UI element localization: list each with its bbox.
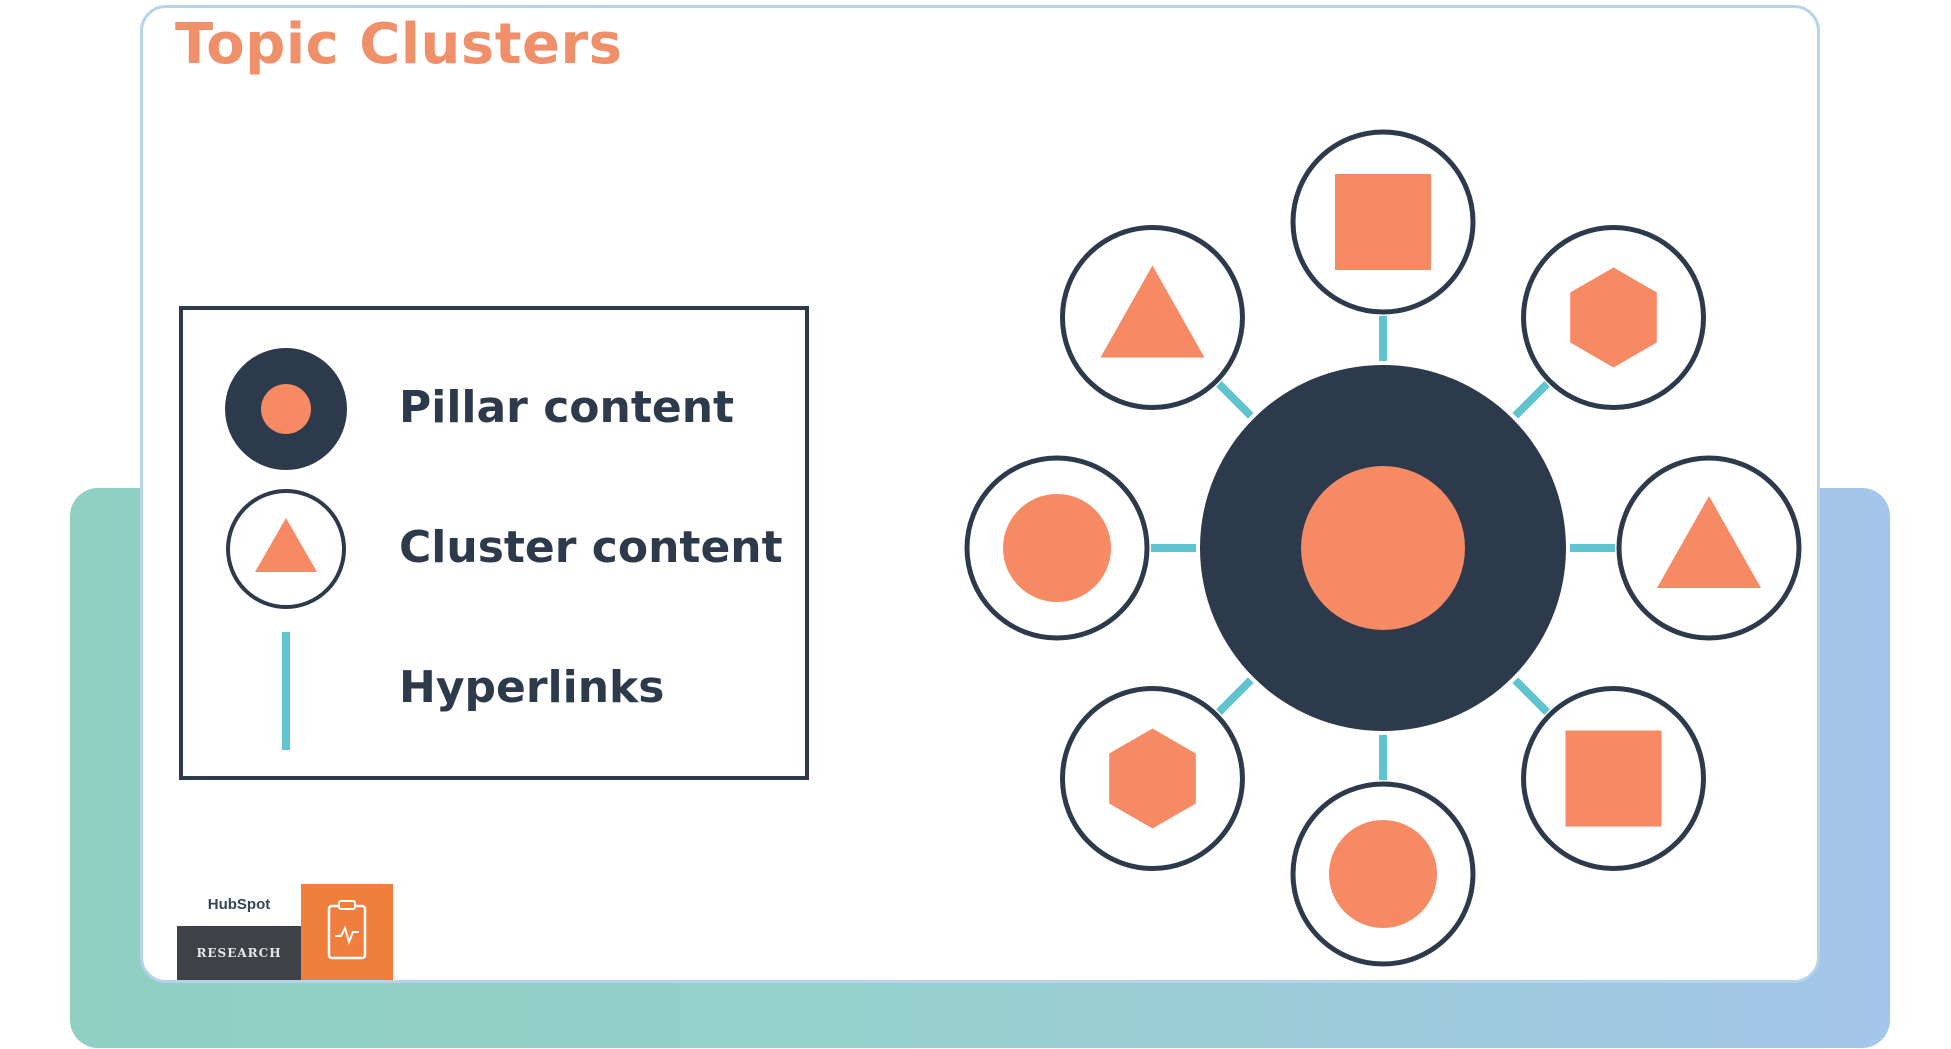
slide-card: Topic Clusters Pillar content Cluster co… <box>140 5 1820 983</box>
satellite-circle-4 <box>1329 820 1437 928</box>
hyperlink-connector-1 <box>1512 381 1550 419</box>
hubspot-research-logo: HubSpot RESEARCH <box>177 884 393 980</box>
hyperlink-icon <box>282 632 290 750</box>
satellite-hexagon-5 <box>1109 728 1196 829</box>
legend-row-cluster: Cluster content <box>183 486 805 616</box>
satellite-triangle-7 <box>1100 265 1205 358</box>
legend-box: Pillar content Cluster content Hyperlink… <box>179 306 809 780</box>
satellite-hexagon-1 <box>1570 267 1657 368</box>
legend-label-pillar: Pillar content <box>399 382 735 433</box>
legend-label-hyperlinks: Hyperlinks <box>399 662 665 713</box>
satellite-circle-6 <box>1003 494 1111 602</box>
pillar-content-icon <box>225 348 347 470</box>
satellite-square-3 <box>1565 730 1662 827</box>
pillar-core <box>1301 466 1465 630</box>
hyperlink-connector-3 <box>1512 677 1550 715</box>
legend-row-hyperlinks: Hyperlinks <box>183 626 805 756</box>
logo-icon-block <box>301 884 393 980</box>
hyperlink-connector-7 <box>1216 381 1254 419</box>
legend-label-cluster: Cluster content <box>399 522 783 573</box>
satellite-triangle-2 <box>1657 496 1761 588</box>
cluster-content-icon <box>226 489 346 609</box>
topic-cluster-diagram <box>964 129 1802 967</box>
logo-brand-text: HubSpot <box>177 884 301 926</box>
legend-row-pillar: Pillar content <box>183 346 805 476</box>
clipboard-chart-icon <box>327 900 367 960</box>
logo-sub-text: RESEARCH <box>177 926 301 980</box>
slide-title: Topic Clusters <box>175 12 623 77</box>
satellite-square-0 <box>1335 174 1431 270</box>
logo-wordmark-block: HubSpot RESEARCH <box>177 884 301 980</box>
hyperlink-connector-5 <box>1216 677 1254 715</box>
